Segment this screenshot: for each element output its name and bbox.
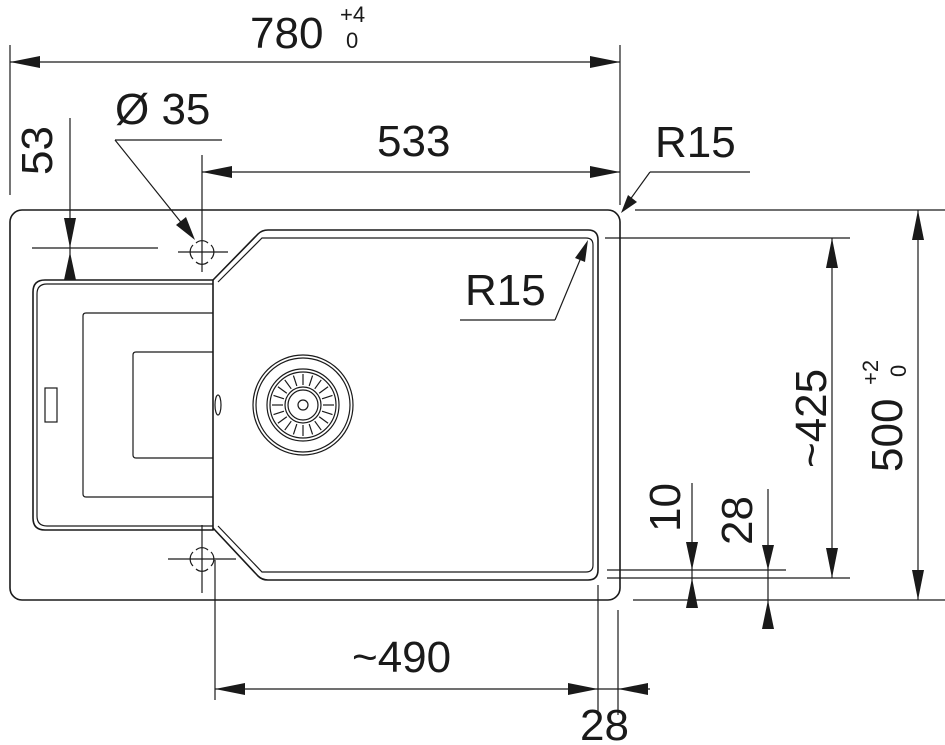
drain-spoke (277, 416, 288, 424)
overflow-slot (44, 387, 58, 423)
dim-rim-10: 10 (607, 483, 945, 608)
dim-rim-28-vertical: 28 (713, 489, 774, 629)
drain-spoke (318, 386, 329, 394)
svg-text:28: 28 (713, 496, 762, 545)
tap-hole-crosshair-top (178, 155, 228, 272)
svg-text:53: 53 (13, 126, 62, 175)
svg-text:R15: R15 (655, 118, 736, 167)
dim-overall-width: 780 +4 0 (9, 2, 621, 205)
svg-text:+2: +2 (858, 360, 883, 385)
drain-spoke (273, 410, 285, 416)
tap-hole-crosshair-bottom (168, 525, 236, 593)
dim-bowl-radius: R15 (460, 240, 588, 321)
dim-hole-offset: 53 (13, 118, 158, 280)
drainboard (32, 279, 214, 531)
dim-bowl-width: ~490 (214, 560, 650, 715)
dim-outer-radius: R15 (621, 118, 750, 213)
drain-spoke (321, 410, 333, 416)
drainboard-groove-1 (82, 312, 213, 498)
drain-spoke (284, 420, 292, 431)
drain-spoke (314, 379, 322, 390)
dim-rim-28-horizontal: 28 (580, 683, 648, 745)
svg-text:~425: ~425 (787, 369, 836, 468)
svg-text:Ø 35: Ø 35 (115, 85, 210, 134)
drain-spoke (292, 375, 298, 387)
drain-spoke (273, 394, 285, 400)
tap-hole-mark (214, 394, 222, 416)
svg-text:0: 0 (886, 365, 911, 377)
bowl-inner-rim (217, 237, 594, 573)
svg-text:28: 28 (580, 701, 629, 745)
svg-text:533: 533 (377, 117, 450, 166)
svg-text:+4: +4 (340, 2, 365, 27)
svg-text:~490: ~490 (352, 633, 451, 682)
drainboard-inner (36, 283, 213, 527)
drain-spoke (292, 423, 298, 435)
drain-spoke (308, 423, 314, 435)
drain-spoke (308, 375, 314, 387)
svg-text:780: 780 (250, 9, 323, 58)
sink-outline (9, 209, 621, 601)
svg-text:10: 10 (641, 483, 690, 532)
drainboard-groove-2 (132, 351, 213, 459)
drain-icon (252, 354, 354, 456)
drain-spoke (321, 394, 333, 400)
svg-text:500: 500 (863, 399, 912, 472)
drain-spoke (314, 420, 322, 431)
dim-hole-to-edge: 533 (202, 117, 620, 178)
dim-bowl-length: ~425 (605, 237, 850, 578)
svg-text:R15: R15 (465, 266, 546, 315)
drain-spoke (277, 386, 288, 394)
dim-hole-diameter: Ø 35 (114, 85, 222, 240)
svg-text:0: 0 (346, 28, 358, 53)
bowl-outline (212, 229, 599, 581)
drain-spoke (284, 379, 292, 390)
drain-spoke (318, 416, 329, 424)
dim-overall-depth: 500 +2 0 (635, 209, 945, 600)
